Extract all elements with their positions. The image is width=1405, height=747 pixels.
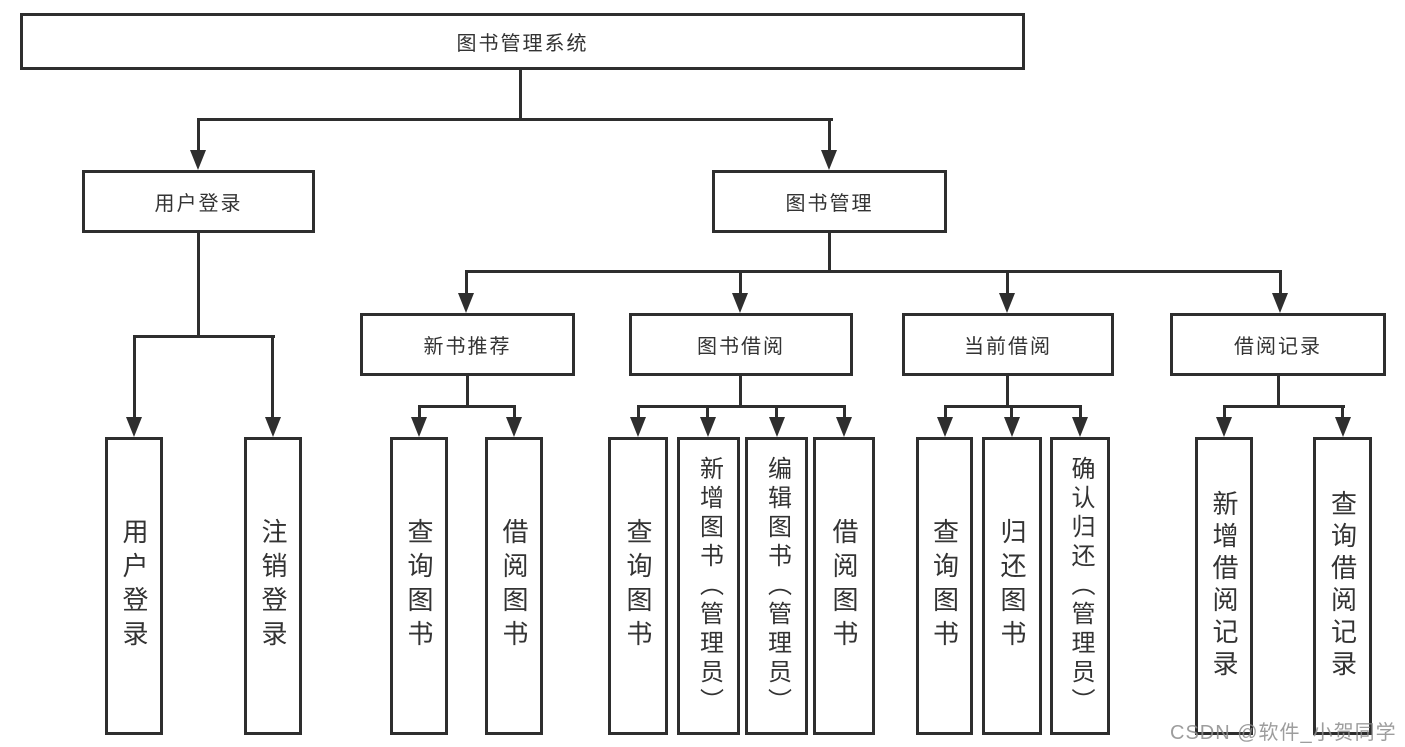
arrowhead-icon: [126, 417, 142, 437]
node-leaf-borrow-book: 借阅图书: [813, 437, 875, 735]
node-leaf-user-login: 用户登录: [105, 437, 163, 735]
connector-leaf-drop: [1079, 405, 1082, 421]
node-leaf-query-book: 查询图书: [608, 437, 668, 735]
node-leaf-query-book-rec: 查询图书: [390, 437, 448, 735]
connector-level3-rail: [465, 270, 1282, 273]
connector-rail: [944, 405, 1082, 408]
node-leaf-user-login-label: 用户登录: [119, 518, 149, 654]
arrowhead-icon: [836, 417, 852, 437]
arrowhead-icon: [1272, 293, 1288, 313]
connector-leaf-drop: [1010, 405, 1013, 421]
node-user-login: 用户登录: [82, 170, 315, 233]
node-leaf-edit-book-admin-label: 编辑图书（管理员）: [763, 455, 791, 717]
node-leaf-borrow-book-rec-label: 借阅图书: [499, 518, 529, 654]
node-borrow-record-label: 借阅记录: [1234, 336, 1322, 358]
arrowhead-icon: [937, 417, 953, 437]
arrowhead-icon: [1004, 417, 1020, 437]
connector-stem: [1277, 376, 1280, 408]
node-leaf-add-borrow-record-label: 新增借阅记录: [1209, 490, 1239, 682]
node-leaf-edit-book-admin: 编辑图书（管理员）: [745, 437, 808, 735]
connector-leaf-drop: [706, 405, 709, 421]
arrowhead-icon: [732, 293, 748, 313]
node-leaf-query-borrow-record-label: 查询借阅记录: [1327, 490, 1358, 682]
arrowhead-icon: [769, 417, 785, 437]
node-book-borrow-label: 图书借阅: [697, 336, 785, 358]
connector-rail: [637, 405, 846, 408]
connector-rail: [418, 405, 516, 408]
csdn-watermark: CSDN @软件_小贺同学: [1170, 722, 1397, 744]
connector-leaf-drop: [271, 335, 274, 420]
node-leaf-logout-label: 注销登录: [258, 518, 288, 654]
node-leaf-query-current: 查询图书: [916, 437, 973, 735]
arrowhead-user-login-icon: [190, 150, 206, 170]
arrowhead-icon: [630, 417, 646, 437]
node-book-borrow: 图书借阅: [629, 313, 853, 376]
node-borrow-record: 借阅记录: [1170, 313, 1386, 376]
node-leaf-return-book-label: 归还图书: [997, 518, 1027, 654]
arrowhead-icon: [1216, 417, 1232, 437]
node-leaf-confirm-return-admin-label: 确认归还（管理员）: [1067, 455, 1094, 717]
connector-level3-drop: [1006, 270, 1009, 296]
connector-leaf-drop: [944, 405, 947, 421]
connector-leaf-drop: [843, 405, 846, 421]
arrowhead-icon: [700, 417, 716, 437]
node-leaf-borrow-book-label: 借阅图书: [829, 518, 859, 654]
connector-level3-drop: [465, 270, 468, 296]
connector-leaf-drop: [418, 405, 421, 421]
arrowhead-icon: [1335, 417, 1351, 437]
node-new-book-rec: 新书推荐: [360, 313, 575, 376]
node-leaf-query-book-rec-label: 查询图书: [404, 518, 434, 654]
connector-book-mgmt-drop: [828, 118, 831, 152]
node-current-borrow-label: 当前借阅: [964, 336, 1052, 358]
connector-root-stem: [519, 70, 522, 120]
connector-user-login-rail: [133, 335, 275, 338]
arrowhead-icon: [1072, 417, 1088, 437]
node-leaf-add-book-admin-label: 新增图书（管理员）: [695, 455, 723, 717]
node-leaf-query-borrow-record: 查询借阅记录: [1313, 437, 1372, 735]
arrowhead-book-mgmt-icon: [821, 150, 837, 170]
node-leaf-borrow-book-rec: 借阅图书: [485, 437, 543, 735]
connector-stem: [739, 376, 742, 408]
arrowhead-icon: [506, 417, 522, 437]
node-leaf-confirm-return-admin: 确认归还（管理员）: [1050, 437, 1110, 735]
connector-leaf-drop: [1341, 405, 1344, 421]
node-book-mgmt: 图书管理: [712, 170, 947, 233]
node-current-borrow: 当前借阅: [902, 313, 1114, 376]
connector-stem: [466, 376, 469, 408]
node-root-label: 图书管理系统: [456, 33, 589, 55]
connector-stem: [1006, 376, 1009, 408]
connector-level3-drop: [739, 270, 742, 296]
node-book-mgmt-label: 图书管理: [785, 193, 874, 215]
connector-level2-rail: [197, 118, 833, 121]
arrowhead-icon: [265, 417, 281, 437]
connector-leaf-drop: [1223, 405, 1226, 421]
node-user-login-label: 用户登录: [154, 193, 243, 215]
connector-user-login-stem: [197, 233, 200, 338]
node-leaf-query-book-label: 查询图书: [623, 518, 653, 654]
node-leaf-add-borrow-record: 新增借阅记录: [1195, 437, 1253, 735]
connector-leaf-drop: [133, 335, 136, 420]
arrowhead-icon: [411, 417, 427, 437]
connector-leaf-drop: [513, 405, 516, 421]
node-leaf-return-book: 归还图书: [982, 437, 1042, 735]
connector-level3-drop: [1279, 270, 1282, 296]
arrowhead-icon: [999, 293, 1015, 313]
arrowhead-icon: [458, 293, 474, 313]
connector-leaf-drop: [775, 405, 778, 421]
node-root: 图书管理系统: [20, 13, 1025, 70]
node-leaf-logout: 注销登录: [244, 437, 302, 735]
connector-book-mgmt-stem: [828, 233, 831, 273]
connector-leaf-drop: [637, 405, 640, 421]
connector-user-login-drop: [197, 118, 200, 152]
connector-rail: [1223, 405, 1345, 408]
node-new-book-rec-label: 新书推荐: [423, 336, 512, 358]
node-leaf-add-book-admin: 新增图书（管理员）: [677, 437, 740, 735]
node-leaf-query-current-label: 查询图书: [929, 518, 960, 654]
